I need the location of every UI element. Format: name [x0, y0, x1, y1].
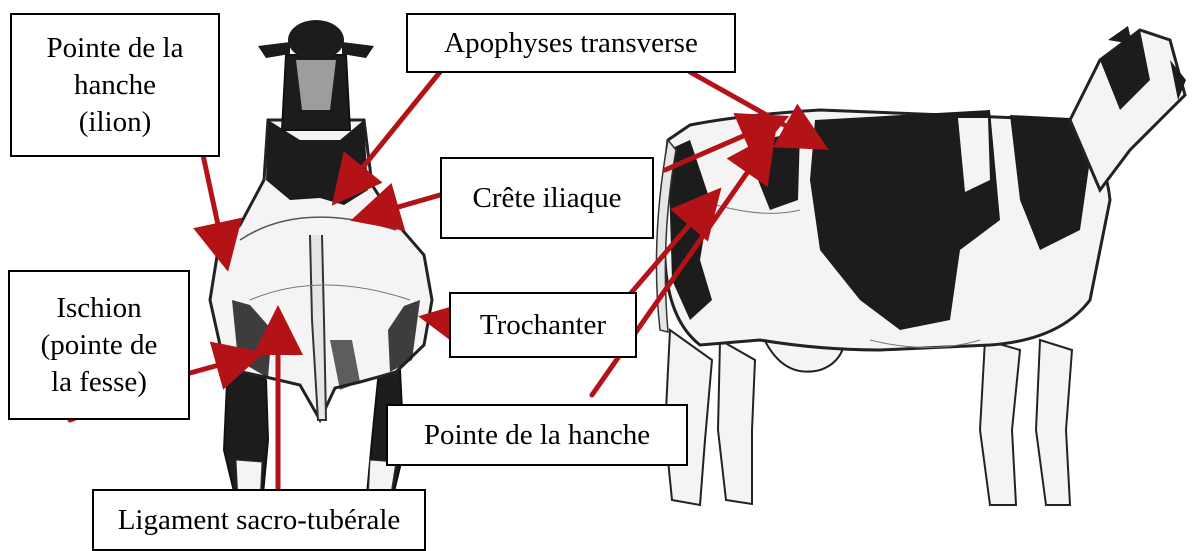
label-transverse-processes: Apophyses transverse — [406, 13, 736, 73]
label-trochanter-text: Trochanter — [480, 307, 606, 344]
label-hip-point-ilion-line3: (ilion) — [79, 104, 152, 141]
arrow-trochanter-rear — [428, 318, 450, 322]
label-ischium-line1: Ischion — [56, 290, 141, 327]
label-sacrotuberal-ligament: Ligament sacro-tubérale — [92, 489, 426, 551]
label-hip-point-text: Pointe de la hanche — [424, 417, 650, 454]
label-hip-point-ilion-line2: hanche — [74, 67, 156, 104]
label-ischium-line2: (pointe de — [41, 327, 158, 364]
label-ischium: Ischion (pointe de la fesse) — [8, 270, 190, 420]
label-iliac-crest: Crête iliaque — [440, 157, 654, 239]
label-sacrotuberal-ligament-text: Ligament sacro-tubérale — [118, 502, 401, 539]
label-hip-point-ilion-line1: Pointe de la — [47, 30, 184, 67]
label-trochanter: Trochanter — [449, 292, 637, 358]
label-hip-point: Pointe de la hanche — [386, 404, 688, 466]
arrow-hip-point-ilion — [203, 155, 226, 262]
label-ischium-line3: la fesse) — [51, 364, 147, 401]
label-iliac-crest-text: Crête iliaque — [473, 180, 622, 217]
label-transverse-processes-text: Apophyses transverse — [444, 25, 698, 62]
label-hip-point-ilion: Pointe de la hanche (ilion) — [10, 13, 220, 157]
